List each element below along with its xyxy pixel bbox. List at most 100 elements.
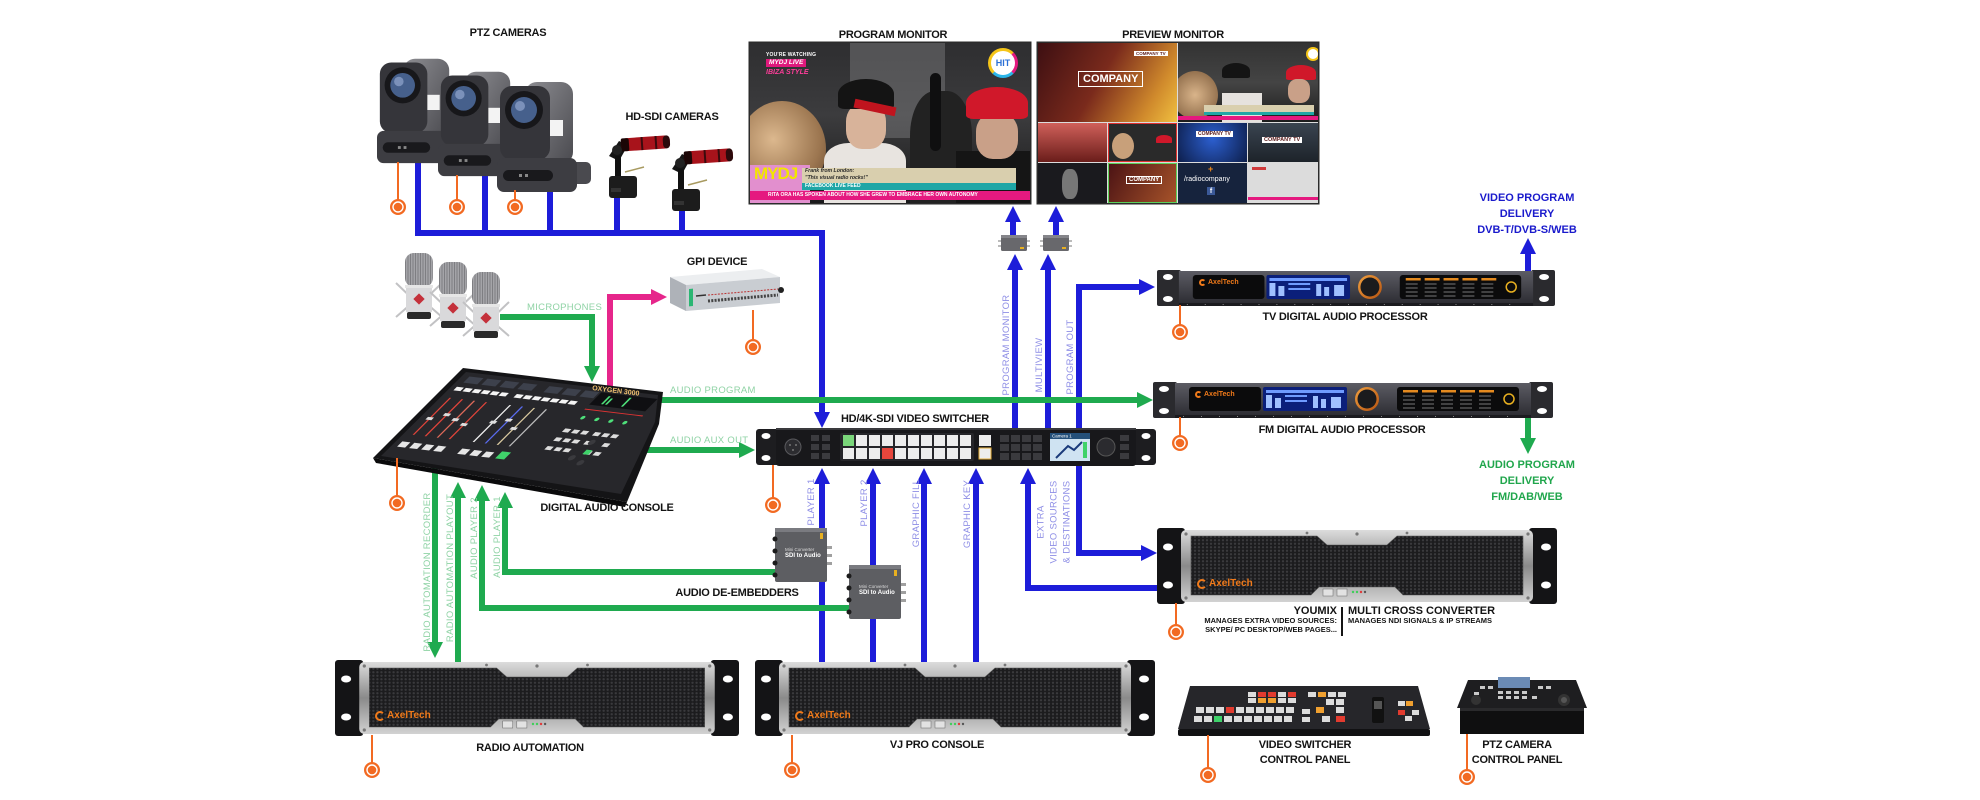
company-logo: COMPANY [1078,71,1144,87]
axeltech-logo: AxelTech [795,710,851,721]
signal-label-extra-video: EXTRA VIDEO SOURCES & DESTINATIONS [1035,480,1074,563]
fm-audio-processor-label: FM DIGITAL AUDIO PROCESSOR [1258,424,1426,436]
caller-message: "This visual radio rocks!" [805,174,868,181]
extra-video-line: EXTRA [1035,505,1047,539]
axeltech-logo-icon [795,710,805,721]
multiview-cell-social: + /radiocompany f [1178,163,1247,203]
web-footer-bar [1248,197,1318,200]
hd-sdi-cameras-label: HD-SDI CAMERAS [625,111,719,123]
multiview-cell-web [1248,163,1318,203]
audio-de-embedders-label: AUDIO DE-EMBEDDERS [675,587,799,599]
red-cap [1156,135,1172,143]
audio-delivery-line: FM/DAB/WEB [1491,491,1563,503]
control-point-tv-processor [1172,324,1188,340]
extra-video-line: & DESTINATIONS [1061,480,1073,564]
switcher-preview-row [843,448,971,459]
signal-label-audio-program: AUDIO PROGRAM [670,385,756,396]
company-tv-logo: COMPANY TV [1262,137,1303,143]
axeltech-logo-icon [375,710,385,721]
control-point-youmix [1168,624,1184,640]
ticker-mini [1178,116,1318,120]
brand-name: AxelTech [1204,391,1235,398]
control-point-ptz-panel [1459,769,1475,785]
de-embedder-model: Mini Converter [859,584,889,589]
gpi-signal-lines [607,289,667,392]
digital-audio-console-label: DIGITAL AUDIO CONSOLE [540,502,674,514]
signal-label-program-out: PROGRAM OUT [1065,319,1076,395]
hd-4k-sdi-video-switcher: Camera 1 [756,428,1156,466]
vj-pro-console-label: VJ PRO CONSOLE [889,739,985,751]
channel-logo: HIT [988,48,1018,78]
video-switcher-control-panel [1176,683,1432,739]
control-point-ptz-camera-3 [507,199,523,215]
video-delivery-line: VIDEO PROGRAM [1479,192,1575,204]
guest-face [1288,79,1310,103]
multiview-cell-camera-1 [1038,123,1107,162]
audio-program-delivery-label: AUDIO PROGRAM DELIVERY FM/DAB/WEB [1479,457,1575,505]
switcher-program-row [856,435,971,446]
control-point-ptz-camera-2 [449,199,465,215]
multiview-cell-media-2: COMPANY [1108,163,1177,203]
vj-pro-console-server: AxelTech [755,660,1155,736]
signal-label-player-1: PLAYER 1 [806,478,817,526]
audio-signal-lines [427,314,1536,665]
axeltech-logo: AxelTech [1197,578,1253,589]
switcher-active-program-button [843,435,854,446]
ptz-camera [497,80,593,192]
axeltech-logo: AxelTech [1199,279,1239,286]
control-point-gpi-device [745,339,761,355]
console-surface [397,376,658,466]
de-embedder-type: SDI to Audio [859,590,895,596]
axeltech-logo: AxelTech [375,710,431,721]
signal-label-multiview: MULTIVIEW [1034,337,1045,393]
extra-video-line: VIDEO SOURCES [1048,480,1060,564]
axeltech-logo-icon [1195,391,1202,398]
control-point-video-switcher [765,497,781,513]
video-switcher-label: HD/4K-SDI VIDEO SWITCHER [840,413,990,425]
control-point-fm-processor [1172,435,1188,451]
station-logo: MYDJ [754,164,798,183]
youmix-description-line: SKYPE/ PC DESKTOP/WEB PAGES... [1205,624,1337,634]
brand-name: AxelTech [1208,279,1239,286]
audio-delivery-line: DELIVERY [1499,475,1555,487]
video-line-switcher-to-youmix [1076,455,1157,561]
multiview-grid: COMPANY COMPANY TV [1038,43,1318,203]
multiview-cell-media-1 [1038,163,1107,203]
audio-line-player-1 [497,492,778,575]
switcher-active-preview-button [882,448,893,459]
company-logo: COMPANY [1126,176,1163,184]
gpi-line-console-to-gpi [607,289,667,392]
ptz-panel-label-line: PTZ CAMERA [1482,739,1552,751]
signal-label-audio-player-1: AUDIO PLAYER 1 [492,496,503,578]
control-point-radio-automation [364,762,380,778]
video-switcher-panel-label-line: CONTROL PANEL [1259,754,1351,766]
caller-name: Frank from London: [805,168,855,174]
red-cap [1286,65,1316,80]
channel-logo-mini [1306,47,1318,61]
multiview-cell-preview [1178,43,1318,122]
control-point-video-switcher-panel [1200,767,1216,783]
radio-automation-label: RADIO AUTOMATION [476,742,584,754]
axeltech-logo-icon [1199,279,1206,286]
guest-figure [1112,133,1134,159]
caller-band-mini [1204,105,1314,112]
news-ticker: RITA ORA HAS SPOKEN ABOUT HOW SHE GREW T… [750,191,1030,200]
microphone [395,253,443,319]
multiview-cell-program: COMPANY COMPANY TV [1038,43,1177,122]
audio-line-player-2 [474,485,852,611]
multiview-cell-camera-3: COMPANY TV [1178,123,1247,162]
signal-label-player-2: PLAYER 2 [859,479,870,527]
video-switcher-panel-label-line: VIDEO SWITCHER [1258,739,1352,751]
tv-audio-processor-label: TV DIGITAL AUDIO PROCESSOR [1262,311,1428,323]
plus-icon: + [1208,164,1214,174]
signal-label-automation-recorder: RADIO AUTOMATION RECORDER [422,492,433,652]
signal-label-audio-aux-out: AUDIO AUX OUT [670,435,749,446]
youmix-divider [1341,607,1343,636]
ptz-panel-label: PTZ CAMERA CONTROL PANEL [1472,738,1563,768]
digital-audio-console: OXYGEN 3000 [370,362,670,507]
youmix-description-line: MANAGES EXTRA VIDEO SOURCES: [1204,616,1337,625]
youmix-description: MANAGES EXTRA VIDEO SOURCES: SKYPE/ PC D… [1204,616,1337,634]
video-delivery-line: DVB-T/DVB-S/WEB [1477,224,1577,236]
